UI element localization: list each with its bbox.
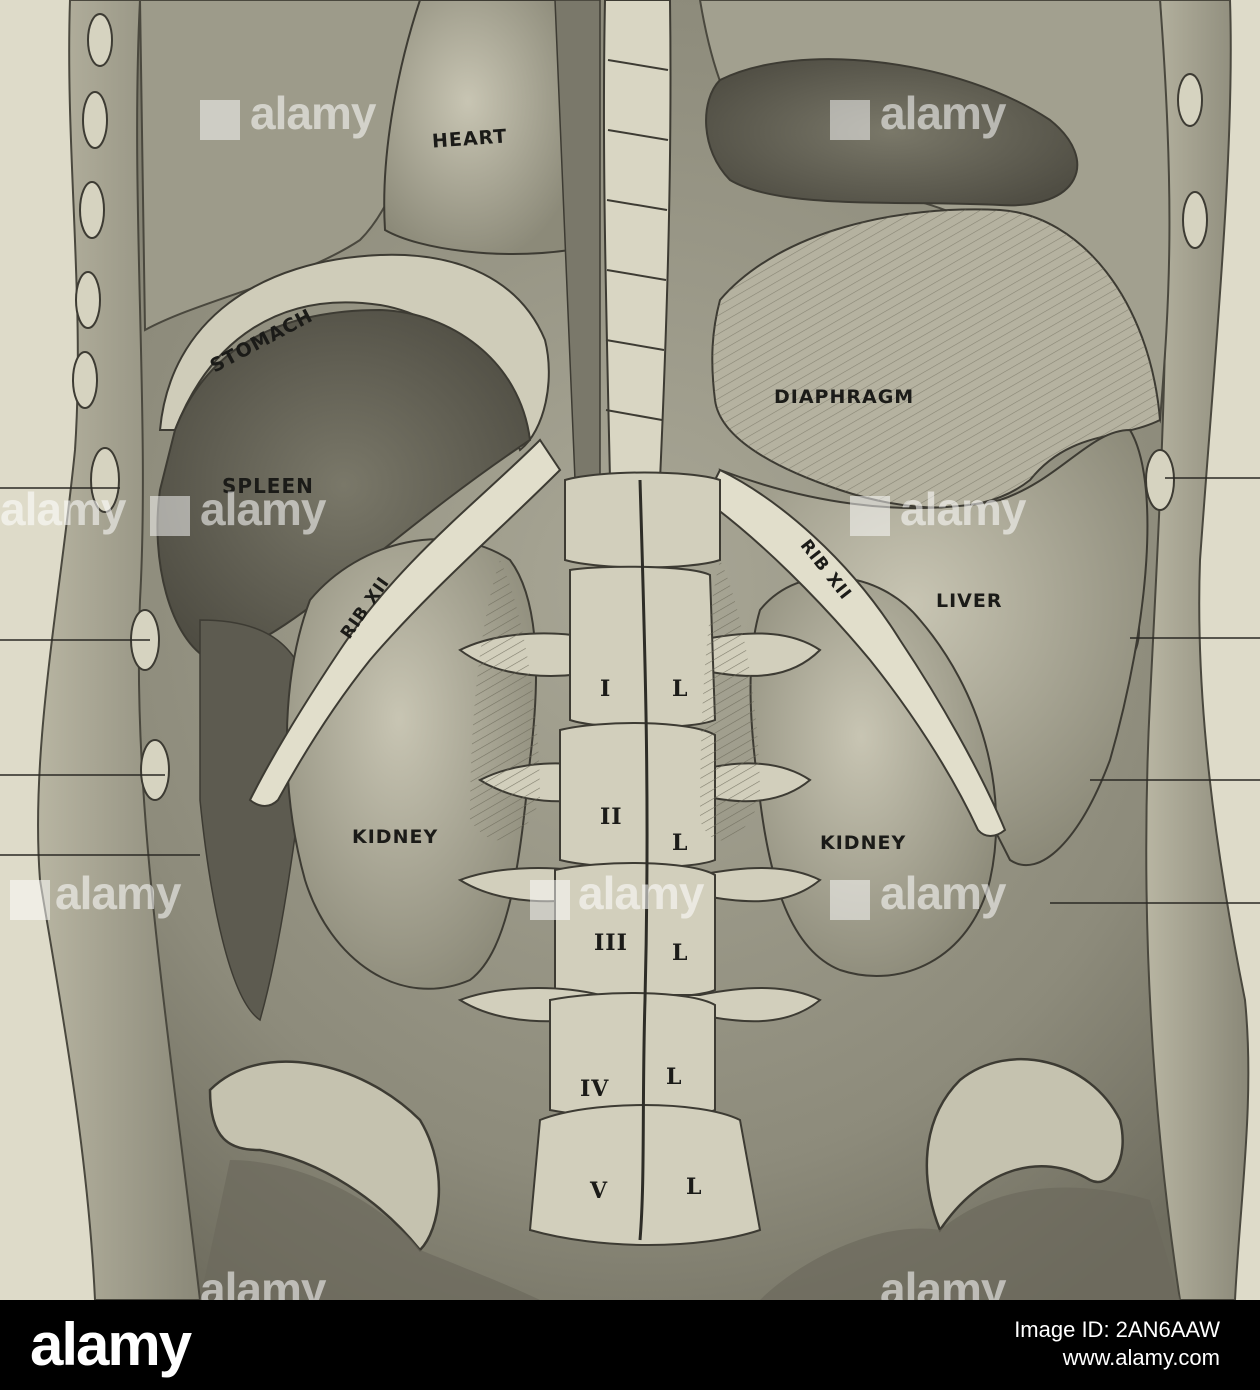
watermark-icon xyxy=(850,496,890,536)
vertebra-4-side: L xyxy=(666,1064,683,1090)
label-liver: LIVER xyxy=(936,590,1003,612)
footer-image-id: Image ID: 2AN6AAW xyxy=(1014,1317,1220,1342)
back-muscles xyxy=(470,560,760,841)
watermark-text: alamy xyxy=(55,867,181,919)
iliac-crest-right xyxy=(925,1058,1124,1233)
watermark-text: alamy xyxy=(250,87,376,139)
label-spleen: SPLEEN xyxy=(222,474,314,498)
watermark-text: alamy xyxy=(0,483,126,535)
iliac-crest-left xyxy=(208,1060,441,1252)
footer-site: www.alamy.com xyxy=(1062,1345,1220,1370)
anatomical-illustration xyxy=(0,0,1260,1300)
vertebra-3-side: L xyxy=(672,940,689,966)
upper-right-mass xyxy=(705,58,1079,207)
vertebra-2-side: L xyxy=(672,830,689,856)
footer-logo: alamy xyxy=(30,1311,192,1378)
spleen xyxy=(156,308,532,662)
lower-abdomen-right xyxy=(760,1187,1180,1300)
watermark-icon xyxy=(830,100,870,140)
vertebra-1-side: L xyxy=(672,676,689,702)
watermark-text: alamy xyxy=(200,483,326,535)
vertebra-5-numeral: V xyxy=(590,1178,609,1204)
watermark-text: alamy xyxy=(900,483,1026,535)
label-kidney-right: KIDNEY xyxy=(820,832,907,854)
heart xyxy=(383,0,571,255)
rib-xii-left xyxy=(248,438,562,807)
vertebra-1-numeral: I xyxy=(600,676,612,702)
vertebra-2-numeral: II xyxy=(600,804,623,830)
vertebra-5-side: L xyxy=(686,1174,703,1200)
spinal-midline xyxy=(638,479,649,1241)
watermark-icon xyxy=(830,880,870,920)
rib-xii-right xyxy=(703,468,1007,837)
thoracic-spine xyxy=(602,0,672,481)
watermark-text: alamy xyxy=(880,867,1006,919)
footer-bar: alamy Image ID: 2AN6AAW www.alamy.com xyxy=(0,1300,1260,1390)
pointer-lines xyxy=(0,477,1260,904)
watermark-icon xyxy=(530,880,570,920)
watermark-icon xyxy=(10,880,50,920)
label-diaphragm: DIAPHRAGM xyxy=(774,386,915,408)
right-body-wall xyxy=(1145,0,1250,1300)
label-kidney-left: KIDNEY xyxy=(352,826,439,848)
vertebra-3-numeral: III xyxy=(594,930,628,956)
footer-image-info: Image ID: 2AN6AAW www.alamy.com xyxy=(1014,1316,1220,1372)
watermark-icon xyxy=(150,496,190,536)
watermark-text: alamy xyxy=(880,87,1006,139)
watermark-text: alamy xyxy=(578,867,704,919)
left-lower-cavity xyxy=(199,619,311,1022)
watermark-icon xyxy=(200,100,240,140)
vertebra-4-numeral: IV xyxy=(580,1076,610,1102)
lower-abdomen-left xyxy=(200,1160,540,1300)
thoracic-joints xyxy=(605,59,669,421)
left-body-wall xyxy=(37,0,202,1300)
stomach xyxy=(158,253,550,452)
